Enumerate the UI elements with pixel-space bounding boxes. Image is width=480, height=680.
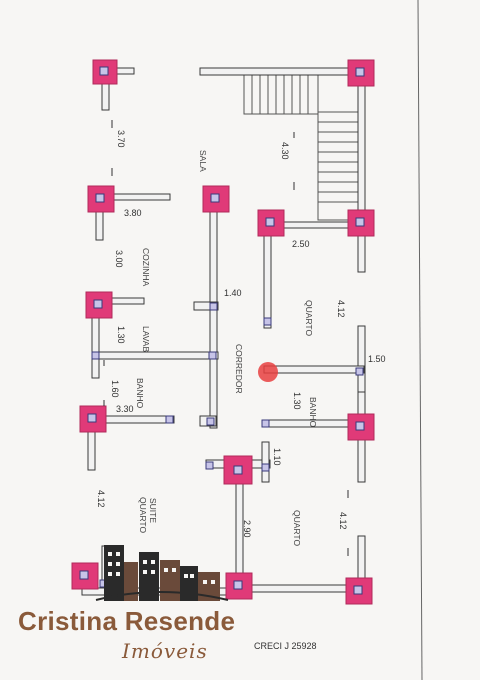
room-label-corredor: CORREDOR: [234, 344, 244, 394]
measure-label: 1.10: [272, 448, 282, 466]
brand-logo: Cristina Resende Imóveis: [18, 606, 318, 663]
measure-label: 1.60: [110, 380, 120, 398]
measure-label: 4.12: [96, 490, 106, 508]
brand-name: Cristina Resende: [18, 606, 236, 636]
room-label-banho: BANHO: [135, 378, 145, 409]
measure-label: 1.50: [368, 354, 386, 364]
staircase: [243, 73, 361, 221]
building-logo: [95, 545, 229, 601]
pillar: [347, 413, 375, 441]
measure-label: 3.80: [124, 208, 142, 218]
measure-label: 4.12: [336, 300, 346, 318]
measure-label: 4.12: [338, 512, 348, 530]
measure-label: 3.70: [116, 130, 126, 148]
measure-label: 4.30: [280, 142, 290, 160]
room-label-quarto-suite: SUITE: [148, 498, 158, 523]
room-label-quarto-suite: QUARTO: [138, 497, 148, 533]
brand-subtitle: Imóveis: [122, 639, 208, 663]
measure-label: 3.30: [116, 404, 134, 414]
room-label-lavabo: LAVAB: [141, 326, 151, 352]
measure-label: 2.50: [292, 239, 310, 249]
room-label-quarto: QUARTO: [304, 300, 314, 336]
room-label-cozinha: COZINHA: [141, 248, 151, 287]
dimension-arrows: [103, 120, 349, 556]
measure-label: 1.40: [224, 288, 242, 298]
red-dot-marker: [258, 362, 278, 382]
measure-label: 1.30: [116, 326, 126, 344]
measure-label: 1.30: [292, 392, 302, 410]
measure-label: 2.90: [242, 520, 252, 538]
room-label-banho: BANHO: [308, 397, 318, 428]
room-label-quarto: QUARTO: [292, 510, 302, 546]
creci-number: CRECI J 25928: [254, 641, 317, 651]
room-labels: SALA COZINHA LAVAB BANHO CORREDOR QUARTO…: [135, 150, 318, 546]
measurements: 3.70 4.30 3.80 2.50 3.00 1.40 4.12 1.30 …: [96, 130, 386, 538]
pillar-cores: [79, 66, 365, 595]
measure-label: 3.00: [114, 250, 124, 268]
room-label-sala: SALA: [198, 150, 208, 172]
pillars: [71, 59, 375, 605]
border-line: [417, 0, 423, 680]
